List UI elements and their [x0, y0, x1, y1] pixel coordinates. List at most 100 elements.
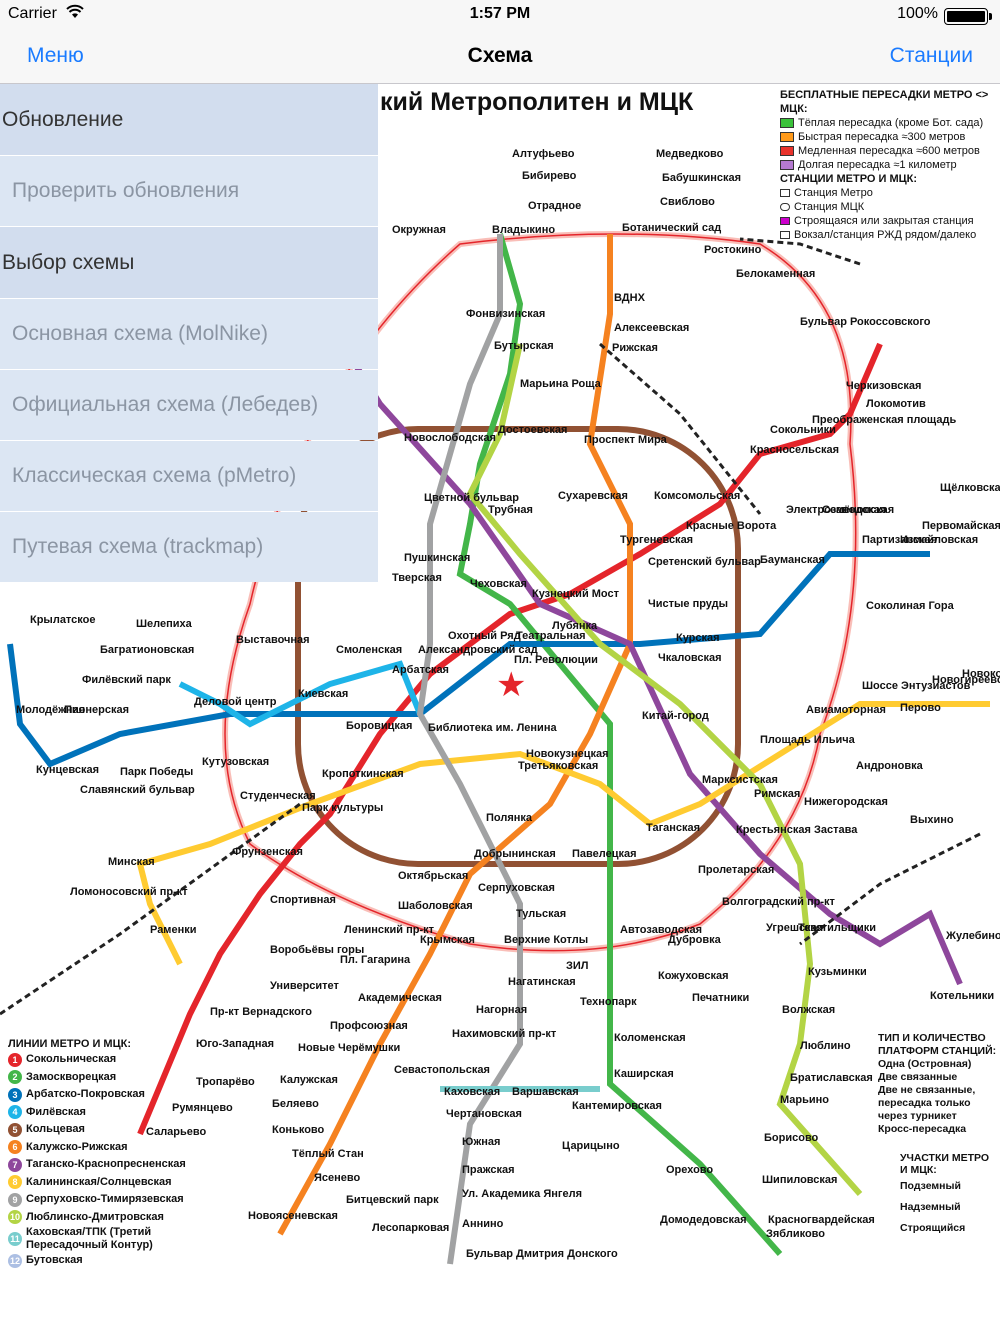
- station-label[interactable]: Бибирево: [522, 170, 577, 182]
- station-label[interactable]: Академическая: [358, 992, 442, 1004]
- station-label[interactable]: Черкизовская: [846, 380, 922, 392]
- station-label[interactable]: Саларьево: [146, 1126, 207, 1138]
- station-label[interactable]: Окружная: [392, 224, 446, 236]
- station-label[interactable]: Университет: [270, 980, 339, 992]
- station-label[interactable]: Отрадное: [528, 200, 582, 212]
- station-label[interactable]: Бульвар Рокоссовского: [800, 316, 931, 328]
- station-label[interactable]: Профсоюзная: [330, 1020, 408, 1032]
- station-label[interactable]: Медведково: [656, 148, 724, 160]
- station-label[interactable]: Тургеневская: [620, 534, 694, 546]
- station-label[interactable]: Марксистская: [702, 774, 778, 786]
- station-label[interactable]: Борисово: [764, 1132, 819, 1144]
- station-label[interactable]: Преображенская площадь: [812, 414, 957, 426]
- station-label[interactable]: Арбатская: [392, 664, 449, 676]
- station-label[interactable]: Красносельская: [750, 444, 840, 456]
- station-label[interactable]: Щёлковская: [940, 482, 1000, 494]
- station-label[interactable]: Котельники: [930, 990, 995, 1002]
- station-label[interactable]: Авиамоторная: [806, 704, 886, 716]
- station-label[interactable]: Дубровка: [668, 934, 721, 946]
- check-updates-item[interactable]: Проверить обновления: [0, 156, 378, 226]
- station-label[interactable]: Сретенский бульвар: [648, 556, 761, 568]
- station-label[interactable]: Фонвизинская: [466, 308, 546, 320]
- station-label[interactable]: Пионерская: [64, 704, 130, 716]
- station-label[interactable]: Китай-город: [642, 710, 709, 722]
- station-label[interactable]: Чкаловская: [658, 652, 722, 664]
- station-label[interactable]: Верхние Котлы: [504, 934, 589, 946]
- scheme-item-molnike[interactable]: Основная схема (MolNike): [0, 299, 378, 369]
- station-label[interactable]: Молодёжная: [16, 704, 86, 716]
- station-label[interactable]: Первомайская: [922, 520, 1000, 532]
- station-label[interactable]: Бабушкинская: [662, 172, 742, 184]
- station-label[interactable]: Жулебино: [946, 930, 1000, 942]
- station-label[interactable]: Проспект Мира: [584, 434, 667, 446]
- station-label[interactable]: Технопарк: [580, 996, 637, 1008]
- station-label[interactable]: Перово: [900, 702, 941, 714]
- station-label[interactable]: Угрешская: [766, 922, 824, 934]
- station-label[interactable]: Фрунзенская: [232, 846, 303, 858]
- station-label[interactable]: Воробьёвы горы: [270, 944, 365, 956]
- station-label[interactable]: Крестьянская Застава: [736, 824, 858, 836]
- station-label[interactable]: Парк Победы: [120, 766, 194, 778]
- station-label[interactable]: Чертановская: [446, 1108, 522, 1120]
- station-label[interactable]: Битцевский парк: [346, 1194, 439, 1206]
- station-label[interactable]: Ул. Академика Янгеля: [462, 1188, 583, 1200]
- station-label[interactable]: Новоясеневская: [248, 1210, 338, 1222]
- station-label[interactable]: Киевская: [298, 688, 349, 700]
- station-label[interactable]: Деловой центр: [194, 696, 277, 708]
- station-label[interactable]: Шипиловская: [762, 1174, 838, 1186]
- station-label[interactable]: Волжская: [782, 1004, 836, 1016]
- station-label[interactable]: Театральная: [516, 630, 586, 642]
- station-label[interactable]: Таганская: [646, 822, 701, 834]
- station-label[interactable]: Беляево: [272, 1098, 319, 1110]
- station-label[interactable]: Кузнецкий Мост: [532, 588, 620, 600]
- station-label[interactable]: Пр-кт Вернадского: [210, 1006, 312, 1018]
- station-label[interactable]: Смоленская: [336, 644, 403, 656]
- station-label[interactable]: Новослободская: [404, 432, 496, 444]
- station-label[interactable]: Трубная: [488, 504, 533, 516]
- station-label[interactable]: Курская: [676, 632, 720, 644]
- station-label[interactable]: Румянцево: [172, 1102, 233, 1114]
- station-label[interactable]: Александровский сад: [418, 644, 538, 656]
- station-label[interactable]: Кунцевская: [36, 764, 100, 776]
- station-label[interactable]: Цветной бульвар: [424, 492, 520, 504]
- station-label[interactable]: Автозаводская: [620, 924, 703, 936]
- station-label[interactable]: Алтуфьево: [512, 148, 575, 160]
- station-label[interactable]: Тропарёво: [196, 1076, 255, 1088]
- station-label[interactable]: Красные Ворота: [686, 520, 777, 532]
- station-label[interactable]: Шелепиха: [136, 618, 192, 630]
- station-label[interactable]: Текстильщики: [798, 922, 876, 934]
- scheme-item-pmetro[interactable]: Классическая схема (pMetro): [0, 441, 378, 511]
- station-label[interactable]: Тульская: [516, 908, 567, 920]
- stations-button[interactable]: Станции: [889, 44, 973, 67]
- station-label[interactable]: Минская: [108, 856, 155, 868]
- station-label[interactable]: Марьина Роща: [520, 378, 601, 390]
- station-label[interactable]: Римская: [754, 788, 801, 800]
- station-label[interactable]: Кузьминки: [808, 966, 867, 978]
- station-label[interactable]: Севастопольская: [394, 1064, 490, 1076]
- station-label[interactable]: Славянский бульвар: [80, 784, 195, 796]
- station-label[interactable]: Печатники: [692, 992, 750, 1004]
- station-label[interactable]: Новокузнецкая: [526, 748, 609, 760]
- station-label[interactable]: Ломоносовский пр-кт: [70, 886, 188, 898]
- scheme-item-trackmap[interactable]: Путевая схема (trackmap): [0, 512, 378, 582]
- station-label[interactable]: Достоевская: [498, 424, 568, 436]
- station-label[interactable]: Бульвар Дмитрия Донского: [466, 1248, 618, 1260]
- station-label[interactable]: Серпуховская: [478, 882, 555, 894]
- station-label[interactable]: Нахимовский пр-кт: [452, 1028, 557, 1040]
- station-label[interactable]: Библиотека им. Ленина: [428, 722, 557, 734]
- station-label[interactable]: Пл. Революции: [514, 654, 598, 666]
- station-label[interactable]: Чистые пруды: [648, 598, 729, 610]
- station-label[interactable]: Ростокино: [704, 244, 762, 256]
- station-label[interactable]: Семёновская: [822, 504, 895, 516]
- station-label[interactable]: Багратионовская: [100, 644, 195, 656]
- station-label[interactable]: Каховская: [444, 1086, 501, 1098]
- station-label[interactable]: Андроновка: [856, 760, 923, 772]
- station-label[interactable]: Волгоградский пр-кт: [722, 896, 835, 908]
- station-label[interactable]: Бутырская: [494, 340, 554, 352]
- station-label[interactable]: Крылатское: [30, 614, 96, 626]
- station-label[interactable]: Охотный Ряд: [448, 630, 521, 642]
- station-label[interactable]: Чеховская: [470, 578, 527, 590]
- station-label[interactable]: Новые Черёмушки: [298, 1042, 401, 1054]
- station-label[interactable]: Белокаменная: [736, 268, 816, 280]
- station-label[interactable]: Красногвардейская: [768, 1214, 875, 1226]
